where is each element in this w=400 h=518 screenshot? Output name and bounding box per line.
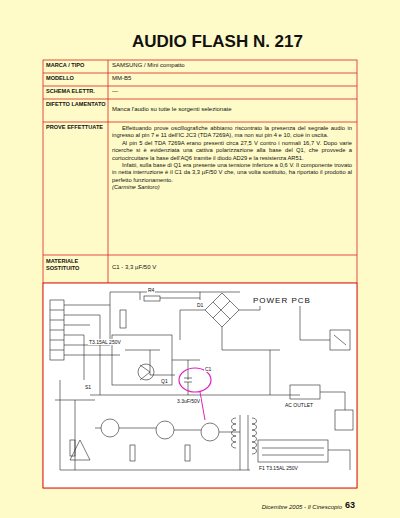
text-flow: Effettuando prove oscillografiche abbiam… (112, 125, 352, 192)
board-name: POWER PCB (252, 296, 312, 306)
field-key: PROVE EFFETTUATE (46, 124, 106, 131)
footer-text: Dicembre 2005 - Il Cinescopio (262, 504, 342, 511)
signature: (Carmine Santoro) (112, 184, 352, 191)
field-key: MODELLO (46, 75, 106, 82)
field-key: SCHEMA ELETTR. (46, 88, 106, 95)
paragraph: Al pin 5 del TDA 7269A erano presenti ci… (112, 140, 352, 162)
paragraph: Effettuando prove oscillografiche abbiam… (112, 125, 352, 140)
field-value: MM-B5 (112, 75, 350, 82)
part-name: Q1 (160, 378, 169, 384)
field-value: SAMSUNG / Mini compatto (112, 62, 350, 69)
part-name: S1 (84, 384, 92, 390)
highlight-tail (200, 392, 205, 420)
schematic (50, 292, 353, 470)
part-name: R4 (147, 287, 155, 293)
fuse-rating: F1 T3.15AL 250V (258, 465, 299, 471)
table-grid (43, 60, 357, 488)
field-key: DIFETTO LAMENTATO (46, 101, 106, 108)
part-name: C1 (204, 366, 212, 372)
field-value: C1 - 3,3 µF/50 V (112, 264, 350, 271)
fuse-rating: T3.15AL 250V (88, 339, 122, 345)
page-number: 63 (345, 500, 355, 511)
part-value: 3.3uF/50V (176, 398, 201, 404)
paragraph: Infatti, sulla base di Q1 era presente u… (112, 162, 352, 184)
schematic-ground (44, 284, 357, 488)
part-name: D1 (196, 302, 204, 308)
page-title: AUDIO FLASH N. 217 (132, 32, 303, 52)
field-key: MARCA / TIPO (46, 62, 106, 69)
schematic-frame (43, 283, 357, 488)
field-value: — (112, 88, 350, 95)
field-key: MATERIALE SOSTITUITO (46, 258, 106, 271)
field-value: Manca l'audio su tutte le sorgenti selez… (112, 106, 350, 113)
connector-name: AC OUTLET (284, 402, 314, 408)
